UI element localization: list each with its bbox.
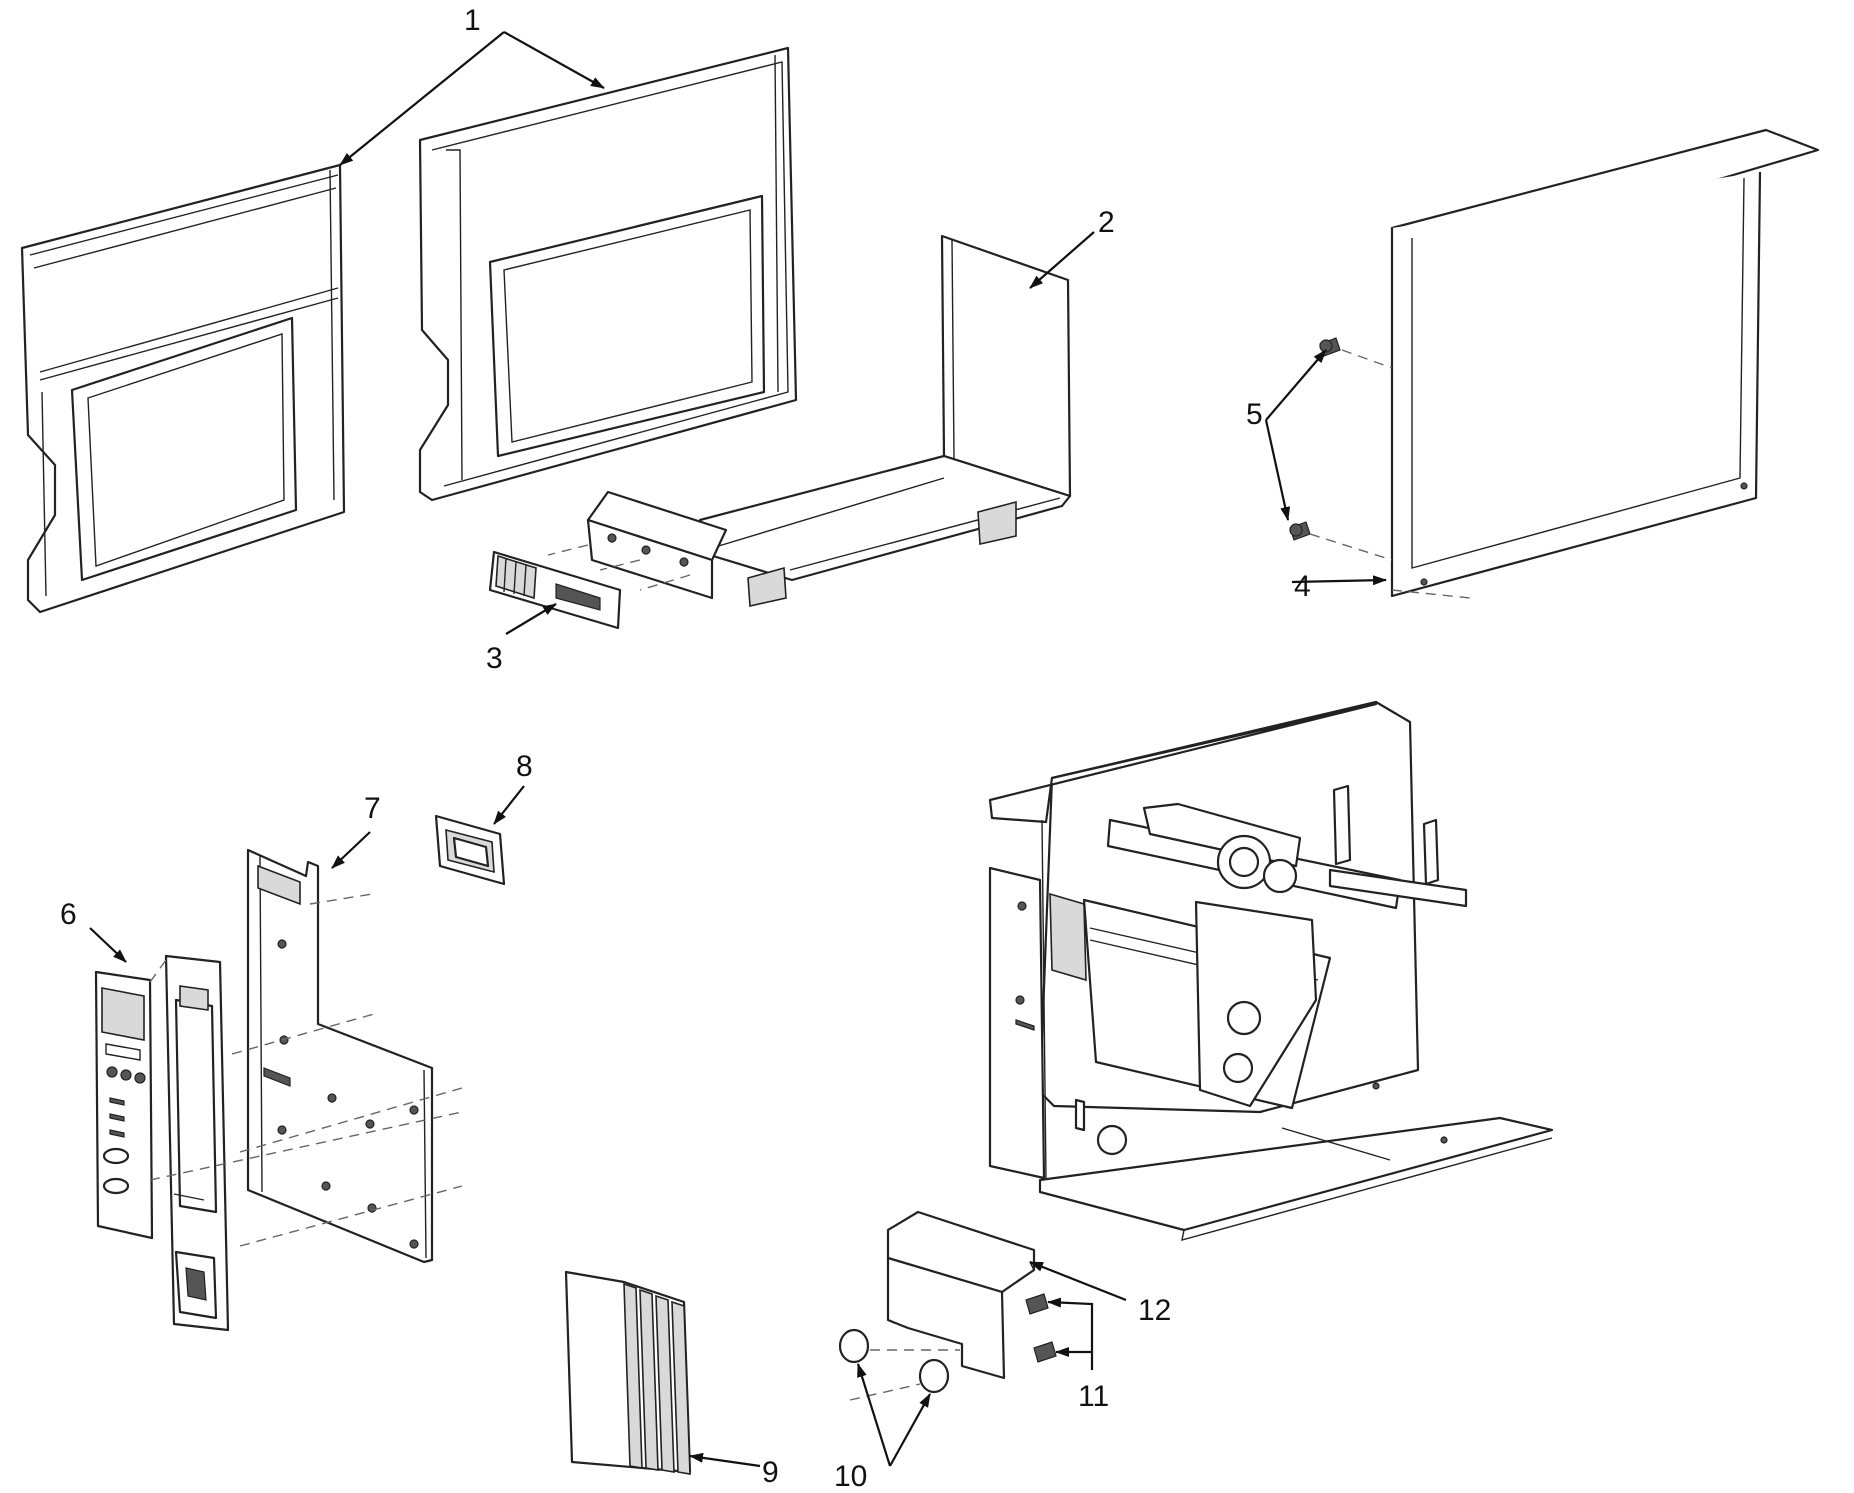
rear-access-panel (1390, 128, 1820, 598)
callout-4: 4 (1294, 570, 1311, 603)
media-door-rear-panel (418, 46, 798, 502)
washer-left (838, 1328, 870, 1364)
leader-1b (503, 31, 605, 89)
leader-12 (1029, 1260, 1127, 1302)
callout-8: 8 (516, 750, 533, 783)
leader-3 (505, 603, 557, 635)
leader-6 (89, 927, 127, 963)
leader-11a (1047, 1297, 1094, 1370)
leader-5a (1265, 349, 1327, 421)
washer-right (918, 1358, 950, 1394)
leader-5b (1264, 419, 1291, 521)
screw-lower-right (1033, 1341, 1057, 1363)
control-panel-mounting-plate (246, 848, 434, 1264)
leader-8 (493, 785, 525, 825)
control-panel-overlay (94, 970, 154, 1240)
leader-9 (689, 1452, 761, 1468)
screw-upper-right (1025, 1293, 1049, 1315)
callout-10: 10 (834, 1460, 867, 1493)
callout-3: 3 (486, 642, 503, 675)
media-cover-bracket (586, 234, 1072, 607)
callout-11: 11 (1078, 1380, 1109, 1413)
callout-9: 9 (762, 1456, 779, 1489)
callout-7: 7 (364, 792, 381, 825)
callout-6: 6 (60, 898, 77, 931)
leader-10a (856, 1363, 892, 1467)
media-door-front-panel (20, 163, 346, 614)
callout-2: 2 (1098, 206, 1115, 239)
printer-main-frame (988, 700, 1554, 1241)
leader-7 (331, 831, 371, 869)
cover-bracket (886, 1210, 1036, 1380)
leader-4 (1291, 575, 1387, 586)
screw-lower (1289, 521, 1311, 541)
indicator-bezel (434, 814, 506, 886)
callout-12: 12 (1138, 1294, 1171, 1327)
leader-10b (889, 1393, 931, 1467)
callout-5: 5 (1246, 398, 1263, 431)
callout-1: 1 (464, 4, 481, 37)
latch-assembly (488, 550, 622, 630)
media-guide (564, 1270, 692, 1475)
control-panel-bezel (164, 954, 230, 1332)
leader-2 (1029, 231, 1095, 289)
leader-1a (339, 31, 505, 166)
